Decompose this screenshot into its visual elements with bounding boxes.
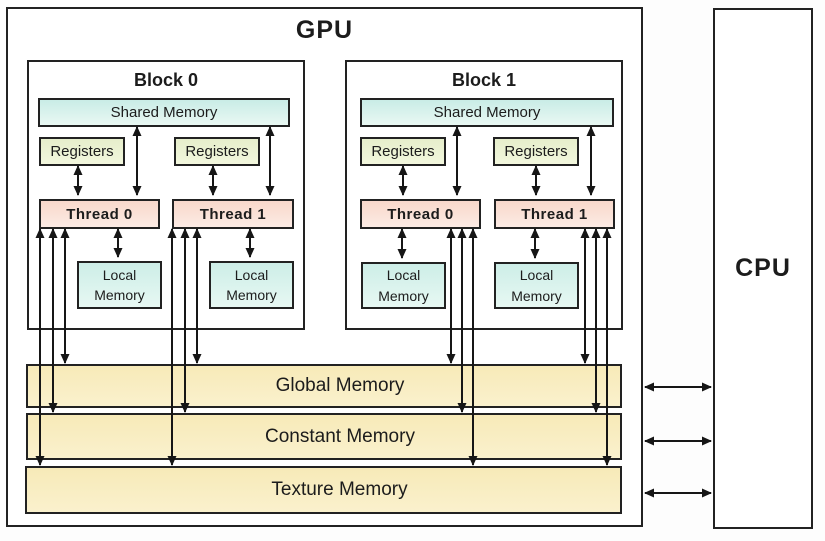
global-memory-bar: Global Memory	[26, 364, 622, 408]
block-0-local-memory-1: Local Memory	[209, 261, 294, 309]
block-0-thread-0: Thread 0	[39, 199, 160, 229]
block-1-thread-1: Thread 1	[494, 199, 615, 229]
block-1-local-memory-0: Local Memory	[361, 262, 446, 309]
block-0-shared-memory: Shared Memory	[38, 98, 290, 127]
block-1-thread-0: Thread 0	[360, 199, 481, 229]
gpu-label: GPU	[295, 16, 354, 44]
block-0-thread-1: Thread 1	[172, 199, 294, 229]
cpu-box: CPU	[713, 8, 813, 529]
cpu-label: CPU	[735, 254, 791, 282]
block-1: Block 1 Shared Memory Registers Register…	[345, 60, 623, 330]
block-0-local-memory-0: Local Memory	[77, 261, 162, 309]
block-0-registers-0: Registers	[39, 137, 125, 166]
block-0-title: Block 0	[133, 70, 199, 90]
block-0-registers-1: Registers	[174, 137, 260, 166]
block-1-shared-memory: Shared Memory	[360, 98, 614, 127]
block-1-local-memory-1: Local Memory	[494, 262, 579, 309]
constant-memory-bar: Constant Memory	[26, 413, 622, 460]
block-0: Block 0 Shared Memory Registers Register…	[27, 60, 305, 330]
texture-memory-bar: Texture Memory	[25, 466, 622, 514]
block-1-registers-1: Registers	[493, 137, 579, 166]
block-1-title: Block 1	[451, 70, 517, 90]
block-1-registers-0: Registers	[360, 137, 446, 166]
